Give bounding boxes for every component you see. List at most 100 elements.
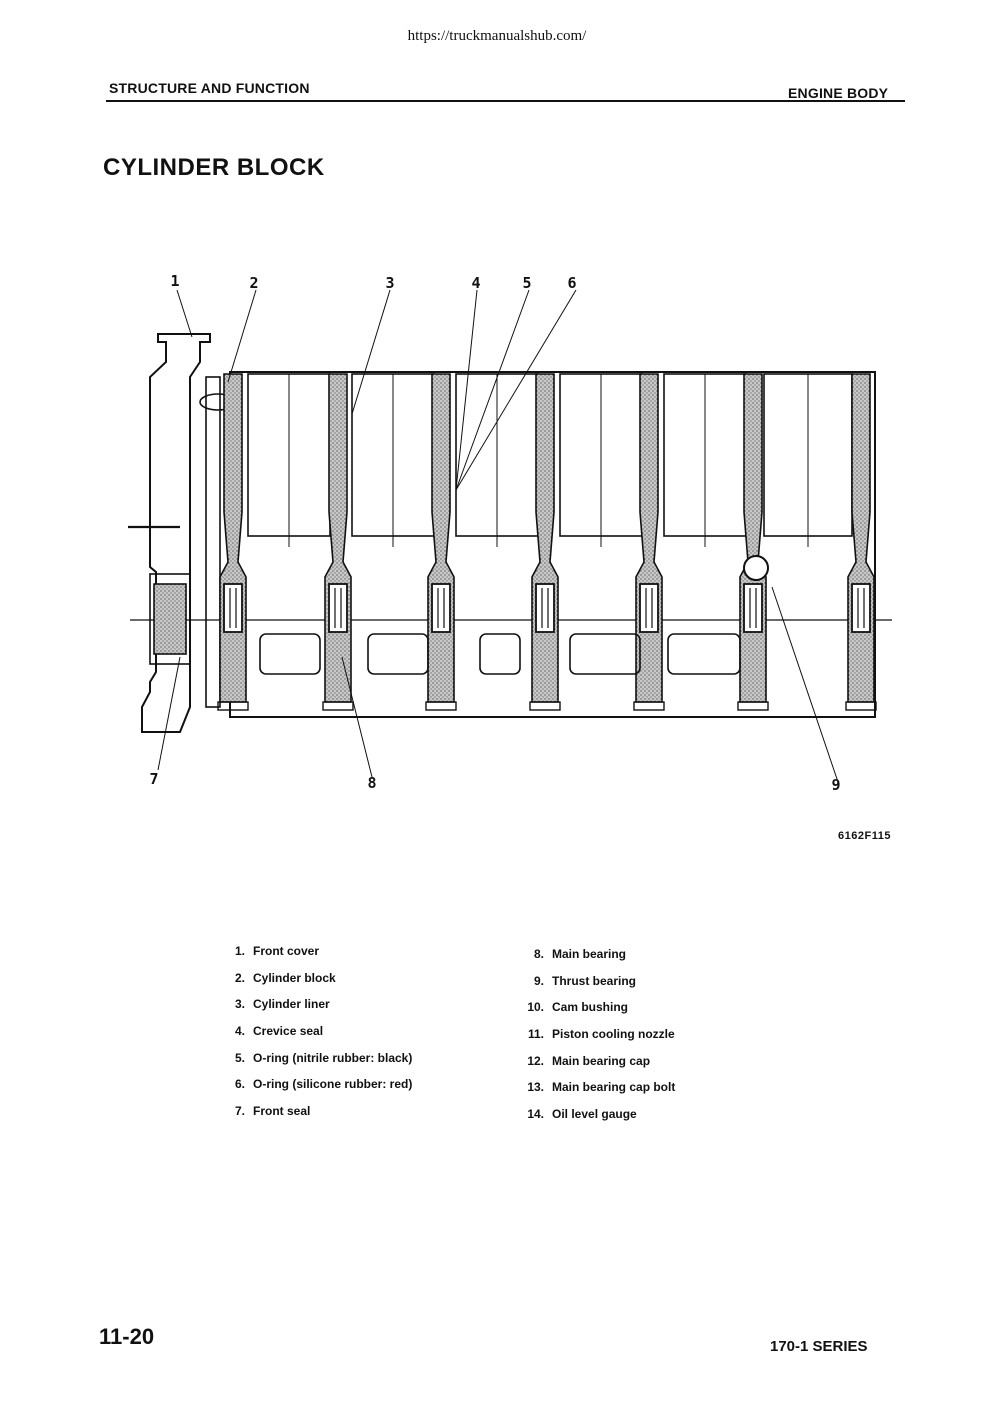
- main-bearing-cap: [633, 701, 665, 711]
- legend-item: 11. Piston cooling nozzle: [516, 1027, 675, 1054]
- legend-number: 5.: [234, 1050, 245, 1065]
- legend-number: 9.: [533, 973, 544, 988]
- callout-number: 7: [149, 770, 158, 788]
- callout-number: 9: [831, 776, 840, 794]
- front-cover: [141, 333, 211, 733]
- bulkhead-web: [427, 373, 455, 703]
- callout-number: 3: [385, 274, 394, 292]
- callout-leader: [351, 289, 391, 415]
- legend-item: 14. Oil level gauge: [516, 1107, 675, 1134]
- main-bearing: [223, 583, 243, 633]
- legend-label: Front seal: [253, 1104, 311, 1119]
- cam-bushing: [743, 555, 769, 581]
- cylinder-block-diagram: 1 2 3 4 5 6 7 8 9: [128, 272, 892, 794]
- legend-number: 10.: [527, 1000, 544, 1015]
- legend-label: O-ring (nitrile rubber: black): [253, 1050, 413, 1065]
- source-url[interactable]: https://truckmanualshub.com/: [407, 28, 587, 44]
- legend-number: 8.: [533, 947, 544, 961]
- callout-leader: [157, 656, 181, 771]
- legend-number: 3.: [234, 997, 245, 1012]
- callout-leader: [771, 586, 839, 783]
- legend-item: 13. Main bearing cap bolt: [516, 1080, 675, 1107]
- legend-item: 10. Cam bushing: [516, 1000, 675, 1027]
- callout-leader: [455, 289, 577, 491]
- front-plate: [205, 376, 221, 708]
- bulkhead-web: [324, 373, 352, 703]
- crankcase-window: [259, 633, 321, 675]
- bulkhead-web: [847, 373, 875, 703]
- main-bearing-cap: [529, 701, 561, 711]
- legend-item: 6. O-ring (silicone rubber: red): [223, 1077, 412, 1104]
- legend-item: 9. Thrust bearing: [516, 974, 675, 1001]
- main-bearing: [743, 583, 763, 633]
- page-title: CYLINDER BLOCK: [103, 154, 325, 181]
- callout-leader: [341, 656, 373, 778]
- main-bearing: [639, 583, 659, 633]
- legend-label: O-ring (silicone rubber: red): [253, 1077, 413, 1092]
- main-bearing-cap: [322, 701, 354, 711]
- crankcase-window: [569, 633, 641, 675]
- callout-leader: [455, 289, 478, 491]
- legend-item: 2. Cylinder block: [223, 971, 412, 998]
- crankcase-window: [667, 633, 741, 675]
- legend-number: 14.: [527, 1107, 544, 1122]
- chapter-heading: ENGINE BODY: [788, 85, 889, 101]
- main-bearing: [535, 583, 555, 633]
- legend-label: Main bearing: [552, 947, 627, 961]
- series-label: 170-1 SERIES: [770, 1338, 868, 1355]
- legend-item: 12.Main bearing cap: [516, 1054, 675, 1081]
- legend-item: 1. Front cover: [223, 944, 412, 971]
- main-bearing: [328, 583, 348, 633]
- legend-item: 3. Cylinder liner: [223, 997, 412, 1024]
- callout-leader: [455, 289, 530, 491]
- crankcase-window: [479, 633, 521, 675]
- legend-label: Oil level gauge: [552, 1107, 637, 1122]
- callout-number: 2: [249, 274, 258, 292]
- legend-label: Cylinder liner: [253, 997, 330, 1012]
- callout-number: 4: [471, 274, 480, 292]
- callout-number: 5: [522, 274, 531, 292]
- legend-number: 11.: [527, 1027, 544, 1042]
- main-bearing: [851, 583, 871, 633]
- main-bearing-cap: [737, 701, 769, 711]
- legend-label: Front cover: [253, 944, 320, 958]
- legend-label: Main bearing cap: [552, 1053, 651, 1068]
- main-bearing-cap: [845, 701, 877, 711]
- legend-item: 7. Front seal: [223, 1104, 412, 1131]
- legend-number: 2.: [234, 970, 245, 985]
- legend-number: 6.: [234, 1077, 245, 1092]
- legend-number: 4.: [234, 1024, 245, 1039]
- main-bearing-cap: [217, 701, 249, 711]
- legend-right: 8. Main bearing 9. Thrust bearing 10. Cam b…: [516, 947, 675, 1134]
- legend-label: Cylinder block: [253, 970, 336, 985]
- legend-label: Thrust bearing: [552, 973, 637, 988]
- front-seal-housing: [149, 573, 191, 665]
- figure-code: 6162F115: [838, 830, 891, 842]
- legend-number: 1.: [234, 944, 245, 958]
- legend-item: 4. Crevice seal: [223, 1024, 412, 1051]
- page-number: 11-20: [99, 1324, 155, 1349]
- legend-label: Piston cooling nozzle: [552, 1027, 675, 1042]
- bulkhead-web: [739, 373, 767, 703]
- legend-label: Cam bushing: [552, 1000, 629, 1015]
- callout-leader: [176, 289, 193, 338]
- header-rule: [106, 100, 905, 102]
- section-heading: STRUCTURE AND FUNCTION: [109, 80, 310, 96]
- legend-left: 1. Front cover 2. Cylinder block 3. Cylinde…: [223, 944, 412, 1131]
- callout-number: 1: [170, 272, 179, 290]
- legend-label: Main bearing cap bolt: [552, 1080, 676, 1095]
- legend-number: 13.: [527, 1080, 544, 1095]
- legend-label: Crevice seal: [253, 1024, 324, 1039]
- crankcase-window: [367, 633, 429, 675]
- callout-number: 6: [567, 274, 576, 292]
- main-bearing: [431, 583, 451, 633]
- legend-item: 5. O-ring (nitrile rubber: black): [223, 1051, 412, 1078]
- legend-item: 8. Main bearing: [516, 947, 675, 974]
- legend-number: 7.: [234, 1104, 245, 1119]
- bulkhead-web: [219, 373, 247, 703]
- front-seal: [153, 583, 187, 655]
- callout-leader: [227, 289, 257, 383]
- bulkhead-web: [531, 373, 559, 703]
- main-bearing-cap: [425, 701, 457, 711]
- callout-number: 8: [367, 774, 376, 792]
